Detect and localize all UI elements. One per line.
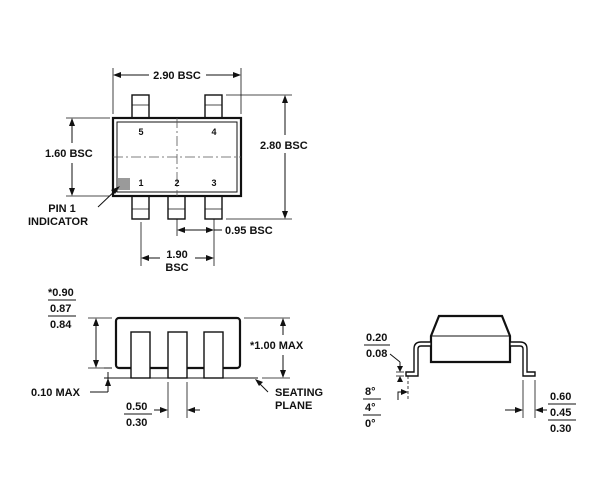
height-label: 2.80 BSC — [260, 140, 308, 152]
seating-label-line2: PLANE — [275, 400, 312, 412]
thickness-leader — [389, 353, 401, 363]
span-label-unit: BSC — [165, 262, 188, 274]
max-height-label: *1.00 MAX — [250, 340, 304, 352]
pitch-label: 0.95 BSC — [225, 225, 273, 237]
pin1-label-line1: PIN 1 — [48, 203, 76, 215]
package-body-end — [429, 314, 512, 364]
foot-max: 0.60 — [550, 391, 571, 403]
max-height-arrow-top — [280, 318, 286, 326]
foot-arrow-right — [535, 407, 543, 413]
pitch-arrow-left — [177, 227, 185, 233]
body-height-label: 1.60 BSC — [45, 148, 93, 160]
lead-width-min: 0.30 — [126, 417, 147, 429]
end-view: 0.20 0.08 8° 4° 0° 0.60 0.45 0.30 — [363, 314, 576, 435]
pin1-label-line2: INDICATOR — [28, 216, 88, 228]
height-arrow-bottom — [282, 211, 288, 219]
lead-pin-1-top — [131, 193, 150, 220]
side-lead-2 — [167, 331, 188, 379]
pin-number-4: 4 — [211, 127, 216, 137]
pin1-leader-arrow — [111, 186, 120, 194]
thickness-max: 0.20 — [366, 332, 387, 344]
angle-arrow — [401, 389, 408, 395]
top-view: 5 4 1 2 3 2.90 BSC 2.80 BSC 1.60 BSC PIN… — [28, 68, 308, 274]
max-height-arrow-bottom — [280, 370, 286, 378]
seating-leader-arrow — [255, 379, 263, 386]
body-height-arrow-bottom — [69, 188, 75, 196]
side-lead-3 — [203, 331, 224, 379]
lead-pin-3-top — [204, 193, 223, 220]
lead-width-arrow-left — [160, 407, 168, 413]
span-label-value: 1.90 — [166, 249, 187, 261]
pin-number-3: 3 — [211, 178, 216, 188]
end-lead-right — [509, 341, 536, 377]
body-height-arrow-top — [69, 118, 75, 126]
lead-pin-4-top — [204, 94, 223, 121]
width-arrow-left — [113, 72, 121, 78]
pin1-indicator-mark — [118, 178, 130, 190]
lead-pin-5-top — [131, 94, 150, 121]
lead-pin-2-top — [167, 193, 186, 220]
side-view: *0.90 0.87 0.84 0.10 MAX *1.00 MAX SEATI… — [31, 287, 323, 429]
side-lead-1 — [130, 331, 151, 379]
width-arrow-right — [233, 72, 241, 78]
span-arrow-right — [206, 255, 214, 261]
standoff-label: 0.10 MAX — [31, 387, 81, 399]
side-height-min: 0.84 — [50, 319, 72, 331]
pin-number-1: 1 — [138, 178, 143, 188]
foot-min: 0.30 — [550, 423, 571, 435]
pitch-arrow-right — [206, 227, 214, 233]
angle-nom: 4° — [365, 402, 376, 414]
thickness-arrow-bottom — [397, 376, 403, 382]
pin-number-2: 2 — [174, 178, 179, 188]
angle-min: 0° — [365, 418, 376, 430]
side-height-star: *0.90 — [48, 287, 74, 299]
angle-max: 8° — [365, 386, 376, 398]
span-arrow-left — [141, 255, 149, 261]
lead-width-arrow-right — [187, 407, 195, 413]
seating-label-line1: SEATING — [275, 387, 323, 399]
foot-arrow-left — [515, 407, 523, 413]
thickness-min: 0.08 — [366, 348, 387, 360]
width-label: 2.90 BSC — [153, 70, 201, 82]
standoff-arrow — [105, 378, 111, 386]
side-height-arrow-bottom — [93, 360, 99, 368]
thickness-arrow-top — [397, 366, 403, 372]
side-height-nom: 0.87 — [50, 303, 71, 315]
end-lead-left — [405, 341, 432, 377]
lead-width-max: 0.50 — [126, 401, 147, 413]
foot-nom: 0.45 — [550, 407, 571, 419]
pin-number-5: 5 — [138, 127, 143, 137]
height-arrow-top — [282, 95, 288, 103]
side-height-arrow-top — [93, 318, 99, 326]
